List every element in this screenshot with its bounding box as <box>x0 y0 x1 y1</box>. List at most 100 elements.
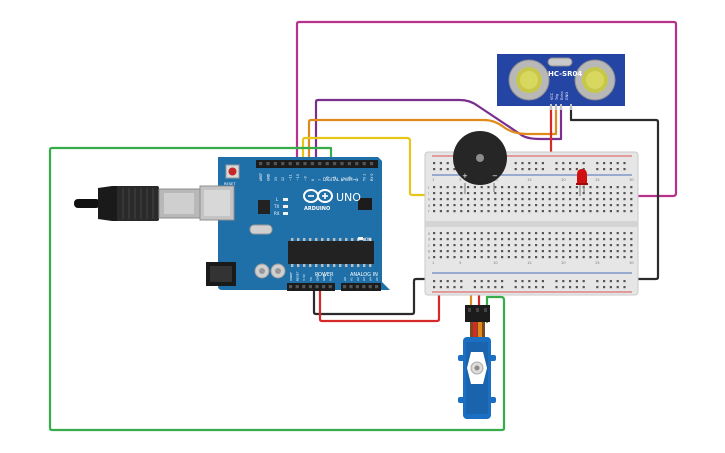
terminal-hole[interactable] <box>514 192 517 195</box>
rail-hole[interactable] <box>541 280 544 283</box>
terminal-hole[interactable] <box>528 256 531 259</box>
terminal-hole[interactable] <box>433 256 436 259</box>
terminal-hole[interactable] <box>596 192 599 195</box>
rail-hole[interactable] <box>528 280 531 283</box>
terminal-hole[interactable] <box>433 186 436 189</box>
terminal-hole[interactable] <box>521 186 524 189</box>
terminal-hole[interactable] <box>616 238 619 241</box>
terminal-hole[interactable] <box>494 186 497 189</box>
terminal-hole[interactable] <box>548 192 551 195</box>
terminal-hole[interactable] <box>460 250 463 253</box>
terminal-hole[interactable] <box>528 238 531 241</box>
rail-hole[interactable] <box>582 280 585 283</box>
terminal-hole[interactable] <box>555 250 558 253</box>
terminal-hole[interactable] <box>501 250 504 253</box>
rail-hole[interactable] <box>562 162 565 165</box>
terminal-hole[interactable] <box>623 238 626 241</box>
terminal-hole[interactable] <box>609 186 612 189</box>
rail-hole[interactable] <box>596 168 599 171</box>
terminal-hole[interactable] <box>535 232 538 235</box>
wire-black-ground[interactable] <box>312 277 442 316</box>
terminal-hole[interactable] <box>569 192 572 195</box>
terminal-hole[interactable] <box>589 232 592 235</box>
terminal-hole[interactable] <box>569 204 572 207</box>
terminal-hole[interactable] <box>548 250 551 253</box>
wire-orange[interactable] <box>307 105 558 164</box>
terminal-hole[interactable] <box>480 238 483 241</box>
terminal-hole[interactable] <box>521 250 524 253</box>
terminal-hole[interactable] <box>521 198 524 201</box>
terminal-hole[interactable] <box>467 204 470 207</box>
rail-hole[interactable] <box>603 286 606 289</box>
rail-hole[interactable] <box>562 168 565 171</box>
terminal-hole[interactable] <box>603 204 606 207</box>
terminal-hole[interactable] <box>433 232 436 235</box>
wire-black-sensor[interactable] <box>569 105 660 281</box>
terminal-hole[interactable] <box>596 198 599 201</box>
terminal-hole[interactable] <box>630 204 633 207</box>
terminal-hole[interactable] <box>575 204 578 207</box>
rail-hole[interactable] <box>501 286 504 289</box>
terminal-hole[interactable] <box>439 210 442 213</box>
rail-hole[interactable] <box>446 162 449 165</box>
rail-hole[interactable] <box>555 162 558 165</box>
terminal-hole[interactable] <box>616 244 619 247</box>
terminal-hole[interactable] <box>616 256 619 259</box>
terminal-hole[interactable] <box>467 244 470 247</box>
terminal-hole[interactable] <box>589 256 592 259</box>
terminal-hole[interactable] <box>555 238 558 241</box>
terminal-hole[interactable] <box>467 192 470 195</box>
rail-hole[interactable] <box>460 286 463 289</box>
terminal-hole[interactable] <box>528 192 531 195</box>
rail-hole[interactable] <box>616 168 619 171</box>
terminal-hole[interactable] <box>562 210 565 213</box>
power-pin-hole[interactable] <box>308 285 312 289</box>
terminal-hole[interactable] <box>609 256 612 259</box>
terminal-hole[interactable] <box>514 244 517 247</box>
terminal-hole[interactable] <box>541 232 544 235</box>
terminal-hole[interactable] <box>521 210 524 213</box>
rail-hole[interactable] <box>446 168 449 171</box>
red-led[interactable] <box>576 169 588 196</box>
terminal-hole[interactable] <box>596 210 599 213</box>
terminal-hole[interactable] <box>501 210 504 213</box>
terminal-hole[interactable] <box>623 250 626 253</box>
terminal-hole[interactable] <box>460 232 463 235</box>
terminal-hole[interactable] <box>616 192 619 195</box>
terminal-hole[interactable] <box>501 186 504 189</box>
terminal-hole[interactable] <box>589 250 592 253</box>
terminal-hole[interactable] <box>439 250 442 253</box>
terminal-hole[interactable] <box>562 198 565 201</box>
rail-hole[interactable] <box>596 162 599 165</box>
terminal-hole[interactable] <box>596 238 599 241</box>
wire-magenta[interactable] <box>295 20 678 198</box>
terminal-hole[interactable] <box>535 250 538 253</box>
rail-hole[interactable] <box>609 162 612 165</box>
terminal-hole[interactable] <box>480 250 483 253</box>
terminal-hole[interactable] <box>494 204 497 207</box>
terminal-hole[interactable] <box>521 238 524 241</box>
rail-hole[interactable] <box>562 286 565 289</box>
terminal-hole[interactable] <box>433 238 436 241</box>
digital-pin-hole[interactable] <box>325 162 329 166</box>
terminal-hole[interactable] <box>569 232 572 235</box>
rail-hole[interactable] <box>623 168 626 171</box>
rail-hole[interactable] <box>460 280 463 283</box>
terminal-hole[interactable] <box>473 204 476 207</box>
terminal-hole[interactable] <box>446 210 449 213</box>
rail-hole[interactable] <box>473 280 476 283</box>
rail-hole[interactable] <box>575 280 578 283</box>
terminal-hole[interactable] <box>467 256 470 259</box>
digital-pin-hole[interactable] <box>273 162 277 166</box>
terminal-hole[interactable] <box>630 238 633 241</box>
terminal-hole[interactable] <box>589 198 592 201</box>
rail-hole[interactable] <box>575 162 578 165</box>
terminal-hole[interactable] <box>467 210 470 213</box>
rail-hole[interactable] <box>609 168 612 171</box>
terminal-hole[interactable] <box>460 204 463 207</box>
terminal-hole[interactable] <box>555 186 558 189</box>
rail-hole[interactable] <box>555 280 558 283</box>
rail-hole[interactable] <box>609 280 612 283</box>
terminal-hole[interactable] <box>514 210 517 213</box>
terminal-hole[interactable] <box>548 204 551 207</box>
